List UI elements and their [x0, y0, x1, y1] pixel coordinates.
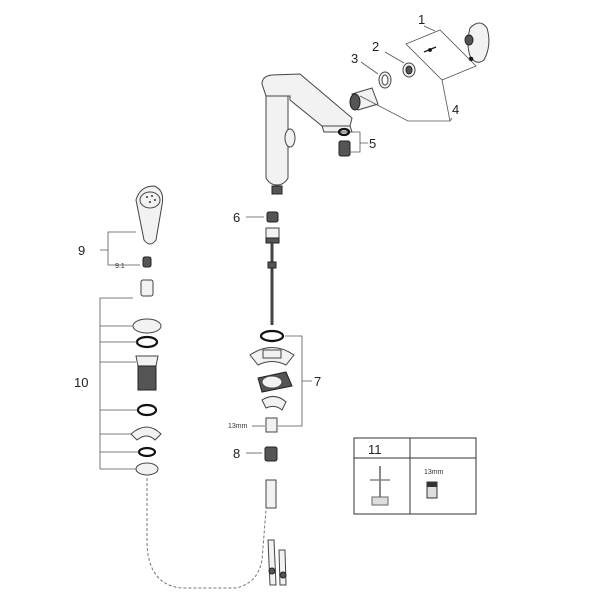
wrench-size-label-box: 13mm	[424, 469, 444, 476]
callout-6: 6	[233, 210, 240, 225]
callout-1: 1	[418, 12, 425, 27]
callout-10: 10	[74, 375, 88, 390]
callout-5: 5	[369, 136, 376, 151]
handspray-group	[130, 185, 267, 589]
callout-8: 8	[233, 446, 240, 461]
cartridge-group	[337, 22, 490, 157]
callout-labels: 1 2 3 4 5 6 7 8 9 9.1 10 13mm	[74, 12, 459, 461]
callout-11: 11	[368, 442, 382, 457]
wrench-size-label-left: 13mm	[228, 423, 248, 430]
callout-7: 7	[314, 374, 321, 389]
callout-9-1: 9.1	[115, 263, 125, 270]
callout-2: 2	[372, 39, 379, 54]
leader-lines	[99, 25, 453, 470]
faucet-body	[261, 73, 353, 195]
callout-9: 9	[78, 243, 85, 258]
center-parts	[249, 211, 295, 586]
callout-4: 4	[452, 102, 459, 117]
callout-3: 3	[351, 51, 358, 66]
tool-inset: 11 13mm	[353, 437, 477, 515]
